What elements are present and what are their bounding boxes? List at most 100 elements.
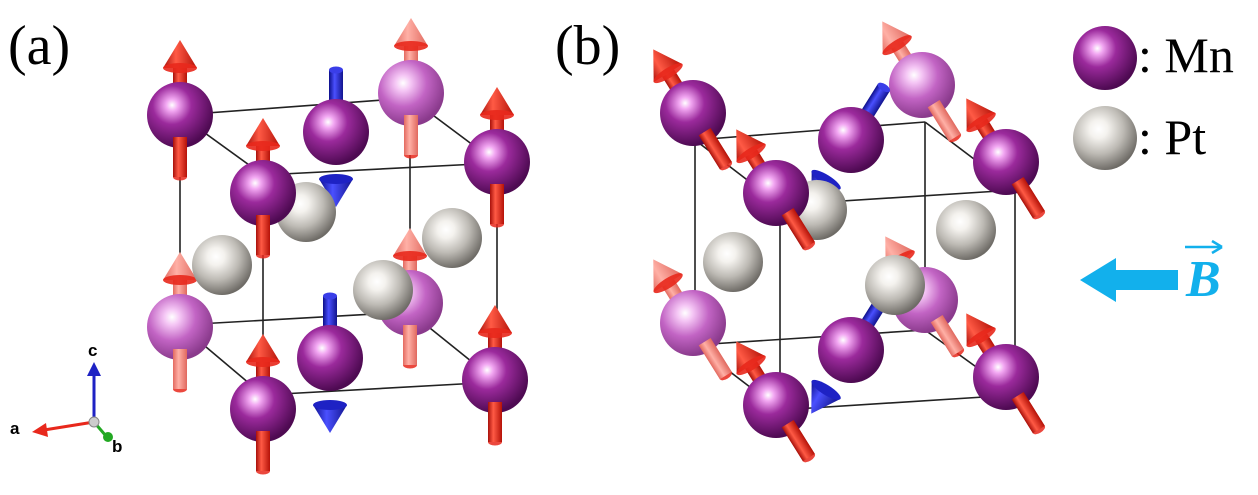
- spin-arrow-front: [930, 314, 964, 357]
- legend-pt-sphere: [1073, 106, 1137, 170]
- mn-a-3: [303, 66, 369, 207]
- mn-atom: [973, 129, 1039, 195]
- cell-edge: [262, 162, 498, 176]
- head-base: [653, 63, 683, 84]
- legend-mn-sphere: [1073, 26, 1137, 90]
- spin-shaft-front: [173, 349, 187, 389]
- mn-b-3: [811, 82, 891, 204]
- spin-shaft-front: [488, 402, 502, 442]
- head-base: [882, 35, 912, 56]
- mn-atom: [889, 52, 955, 118]
- spin-head: [163, 40, 197, 68]
- spin-arrow-front: [403, 325, 417, 365]
- axis-c-head: [87, 362, 101, 376]
- spin-shaft-front: [698, 337, 732, 380]
- axis-a-label: a: [10, 419, 20, 438]
- mn-b-8: [966, 98, 1046, 220]
- mn-b-7: [736, 129, 816, 251]
- spin-arrow-front: [256, 431, 270, 471]
- mn-atom: [818, 107, 884, 173]
- head-base: [319, 174, 353, 184]
- field-arrow-shape: [1080, 258, 1178, 302]
- mn-a-2: [378, 18, 444, 159]
- axis-b-label: b: [112, 437, 123, 456]
- head-base: [736, 143, 766, 164]
- mn-a-1: [147, 40, 213, 181]
- mn-b-6: [811, 292, 891, 414]
- mn-atom: [378, 60, 444, 126]
- pt-atom: [936, 200, 996, 260]
- mn-atom: [743, 372, 809, 438]
- head-base: [811, 379, 841, 400]
- spin-arrow-front: [313, 400, 347, 433]
- spin-arrow-front: [698, 337, 732, 380]
- head-base: [736, 355, 766, 376]
- panel-label-a: (a): [8, 15, 71, 77]
- mn-atom: [464, 129, 530, 195]
- spin-shaft-front: [927, 99, 961, 142]
- head-base: [478, 328, 512, 338]
- spin-arrow-front: [319, 174, 353, 207]
- cell-edge: [179, 97, 411, 116]
- spin-shaft-front: [173, 137, 187, 177]
- head-base: [246, 357, 280, 367]
- spin-shaft-front: [403, 325, 417, 365]
- mn-a-7: [230, 118, 296, 259]
- mn-atom: [462, 347, 528, 413]
- head-base: [163, 63, 197, 73]
- spin-shaft-front: [256, 215, 270, 255]
- shaft-end: [877, 82, 891, 93]
- mn-a-6: [297, 292, 363, 433]
- shaft-end: [323, 292, 337, 300]
- axis-a-line: [43, 420, 95, 432]
- spin-arrow-front: [173, 349, 187, 389]
- head-base: [163, 275, 197, 285]
- mn-atom: [973, 344, 1039, 410]
- mn-a-4: [147, 252, 213, 393]
- mn-b-9: [736, 341, 816, 463]
- mn-atom: [297, 325, 363, 391]
- spin-shaft-front: [781, 419, 815, 462]
- spin-head: [393, 228, 427, 256]
- cell-edge: [694, 121, 926, 141]
- mn-b-1: [653, 49, 733, 171]
- mn-atom: [303, 99, 369, 165]
- magnetic-field-label: B: [1186, 251, 1221, 308]
- mn-b-10: [966, 313, 1046, 435]
- head-base: [966, 327, 996, 348]
- head-base: [966, 112, 996, 133]
- spin-arrow-front: [781, 419, 815, 462]
- spin-head: [394, 18, 428, 46]
- head-base: [653, 273, 683, 294]
- axis-a-head: [32, 423, 48, 437]
- shaft-end: [329, 66, 343, 74]
- head-base: [394, 41, 428, 51]
- head-base: [811, 169, 841, 190]
- pt-atom: [353, 260, 413, 320]
- spin-shaft-front: [404, 115, 418, 155]
- spin-arrow-front: [1011, 176, 1045, 219]
- mn-atom: [230, 160, 296, 226]
- mn-atom: [660, 80, 726, 146]
- spin-arrow-front: [927, 99, 961, 142]
- spin-shaft-front: [930, 314, 964, 357]
- spin-head: [163, 252, 197, 280]
- axis-b-head: [103, 432, 113, 442]
- panel-a-structure: [147, 18, 530, 475]
- pt-atom: [422, 208, 482, 268]
- cell-edge: [262, 381, 498, 396]
- head-base: [393, 251, 427, 261]
- spin-head: [478, 305, 512, 333]
- axis-origin: [88, 416, 100, 428]
- spin-head: [319, 179, 353, 207]
- spin-shaft-front: [1011, 176, 1045, 219]
- mn-a-5: [377, 228, 443, 369]
- spin-head: [246, 118, 280, 146]
- cell-edge: [694, 329, 926, 346]
- spin-shaft-front: [256, 431, 270, 471]
- vector-head: [1211, 239, 1223, 255]
- spin-arrow-front: [404, 115, 418, 155]
- mn-atom: [743, 160, 809, 226]
- spin-arrow-front: [490, 184, 504, 224]
